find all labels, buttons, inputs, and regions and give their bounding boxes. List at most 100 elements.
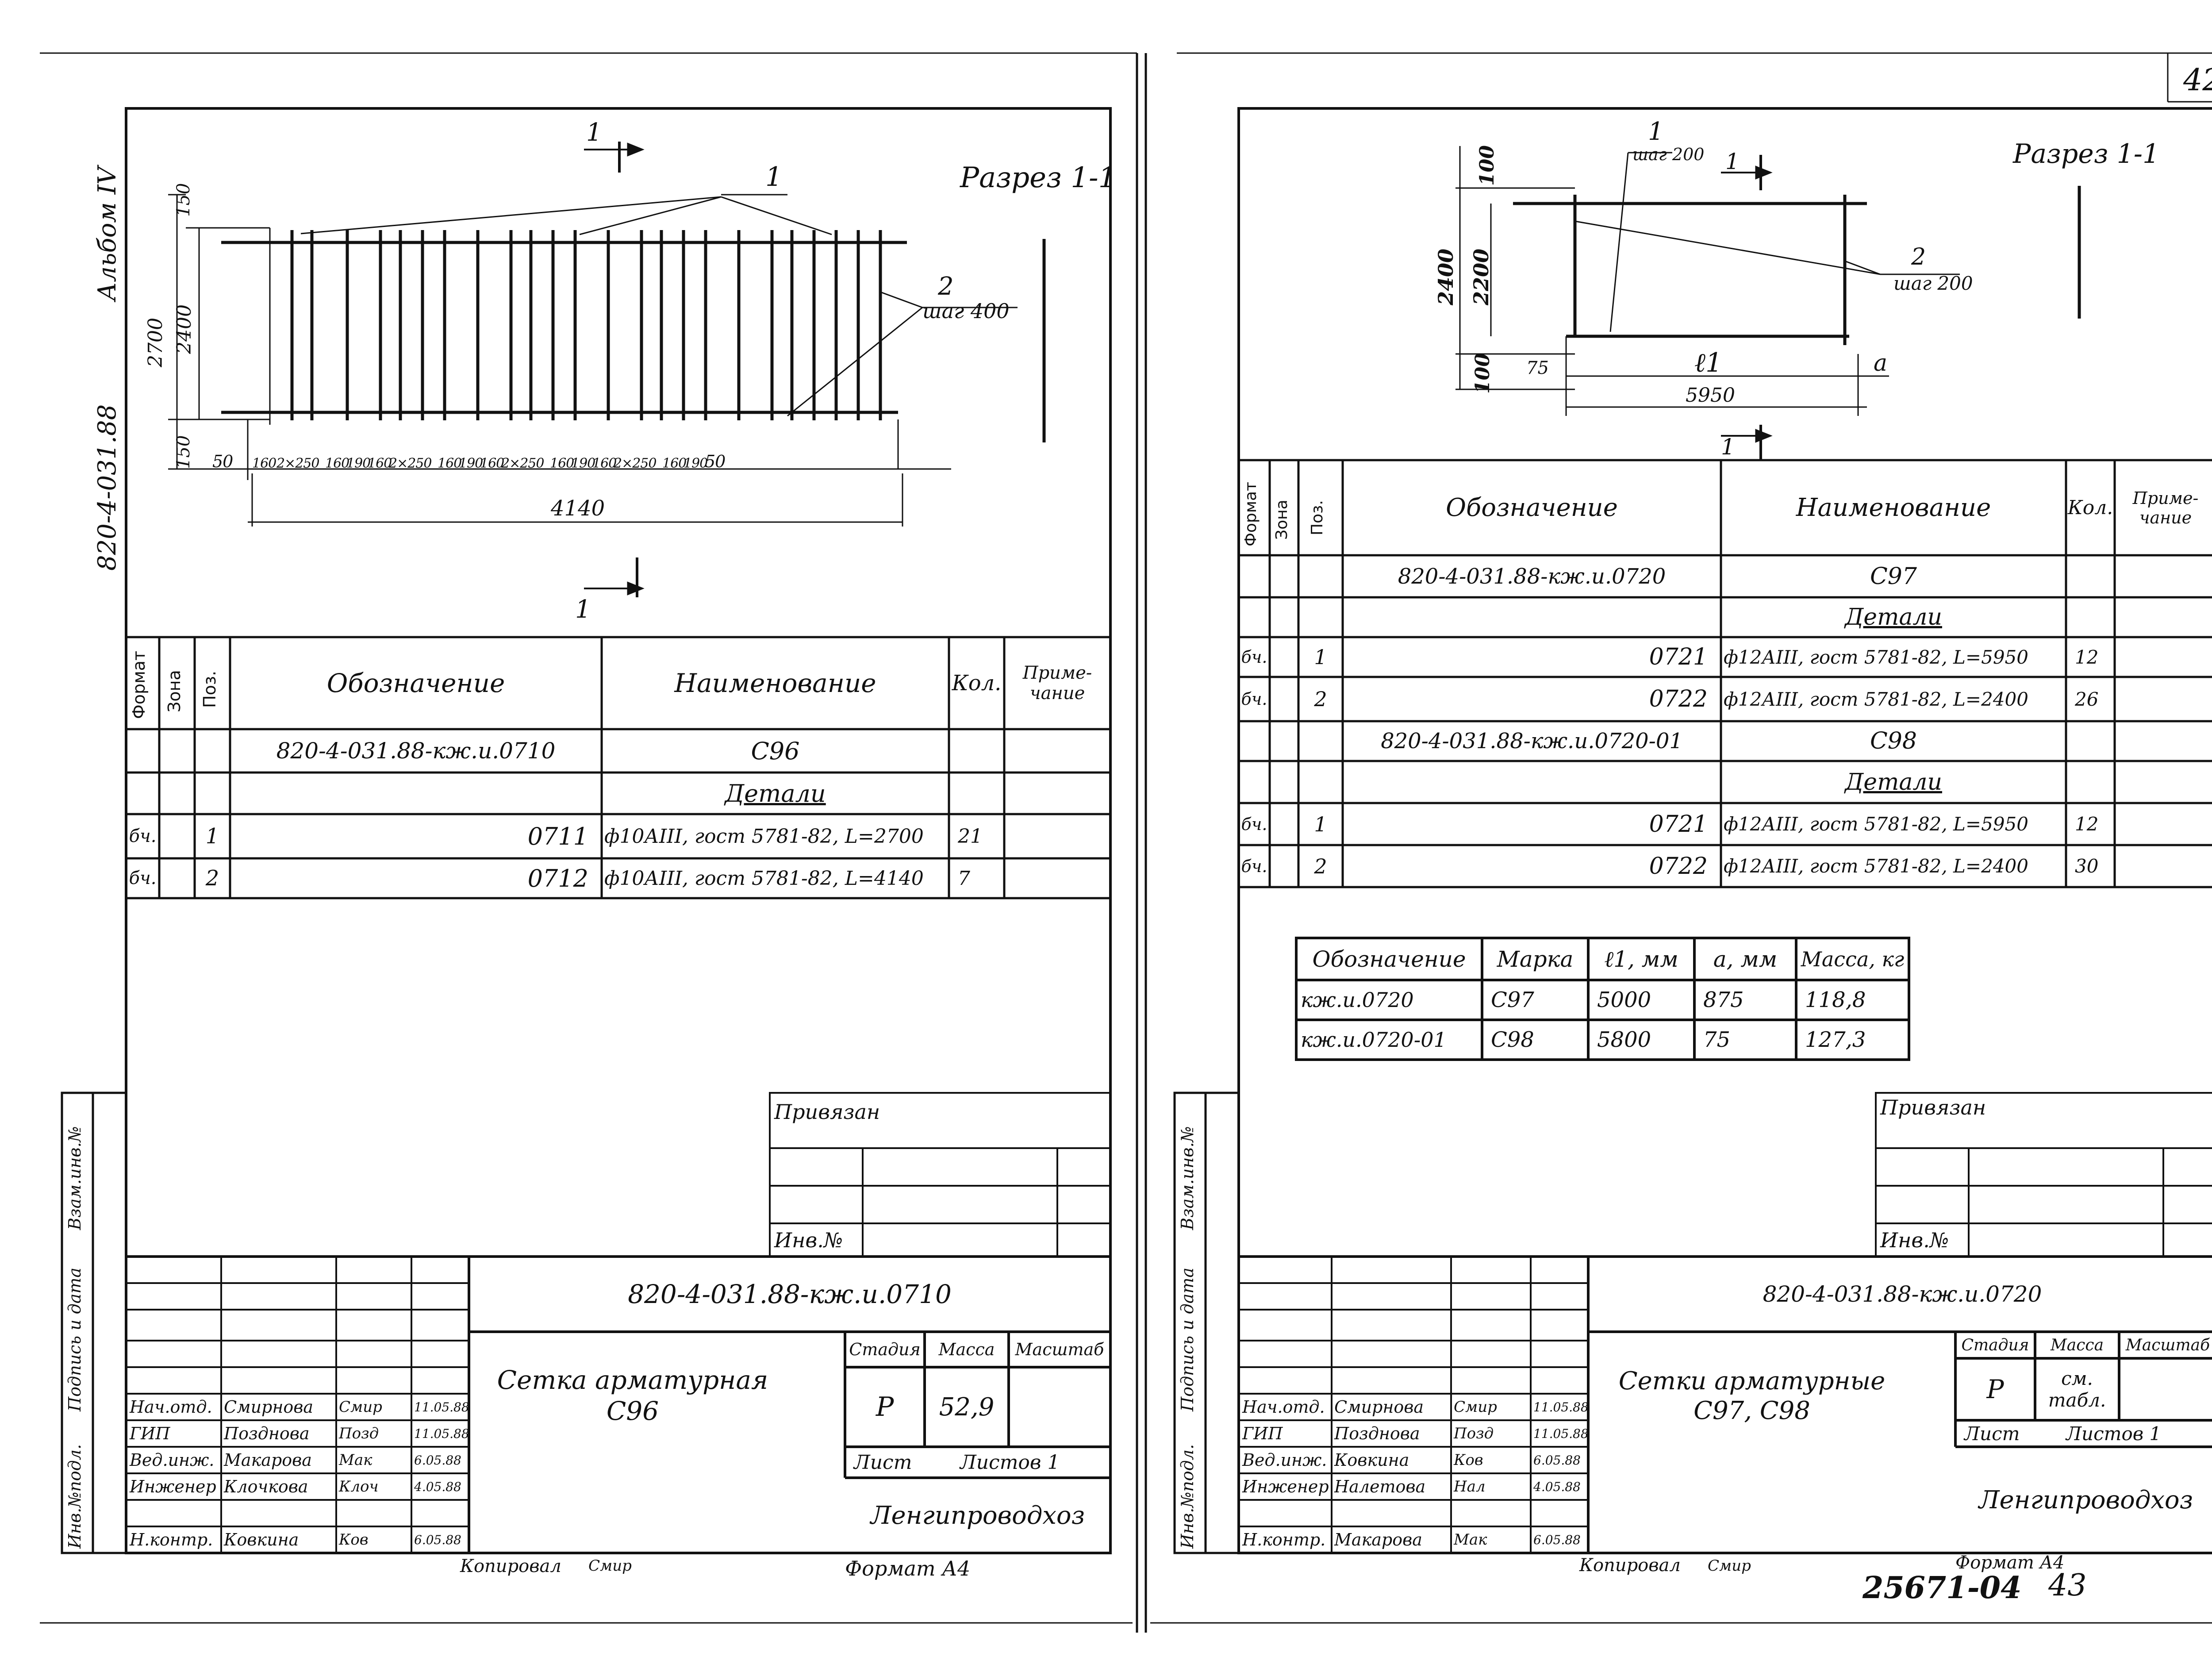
spec-row-8-format: бч. [1241, 856, 1267, 876]
staff-name: Позднова [224, 1424, 310, 1443]
spec-row-8-pos: 2 [1314, 854, 1327, 878]
dim-2400: 2400 [173, 304, 196, 354]
staff-signature: Смир [339, 1398, 382, 1416]
section-mark-top: 1 [1725, 149, 1740, 174]
staff-name: Налетова [1334, 1477, 1426, 1496]
spec-row-4-designation: 0722 [1649, 686, 1708, 712]
variant-cell: 875 [1703, 988, 1744, 1012]
dim-150-bottom: 150 [173, 435, 194, 469]
staff-role: ГИП [1242, 1424, 1283, 1443]
page-number-bottom: 43 [2048, 1568, 2087, 1603]
dim-spacing: 2×250 [389, 456, 432, 471]
drawing-title: Сетка арматурная С96 [497, 1365, 768, 1426]
dim-spacing: 160 [325, 456, 349, 471]
staff-date: 11.05.88 [414, 1426, 469, 1441]
variant-cell: 75 [1703, 1027, 1731, 1052]
staff-name: Смирнова [224, 1397, 314, 1417]
spec-row-4-name: ф12АIII, гост 5781-82, L=2400 [1724, 688, 2029, 710]
variant-cell: кж.и.0720-01 [1301, 1028, 1447, 1052]
scale-label: Масштаб [1015, 1340, 1104, 1359]
staff-role: Инженер [1242, 1477, 1329, 1496]
dim-spacing: 190 [346, 456, 371, 471]
spec-row-2-name: Детали [1845, 604, 1942, 630]
dim-spacing: 160 [480, 456, 504, 471]
callout-2-step: шаг 400 [922, 299, 1010, 323]
dim-spacing: 160 [662, 456, 687, 471]
staff-signature: Нал [1454, 1478, 1486, 1495]
spec-header-note: Приме-чание [2132, 488, 2199, 527]
spec-row-3-qty: 12 [2075, 646, 2099, 668]
spec-row-3-pos: 1 [1314, 645, 1327, 669]
spec-row-1-name: С97 [1870, 563, 1917, 590]
section-mark-bottom: 1 [575, 595, 591, 624]
dim-spacing: 50 [705, 452, 726, 471]
spec-row-7-pos: 1 [1314, 812, 1327, 836]
side-label-sign-date: Подпись и дата [1178, 1267, 1197, 1411]
dim-spacing: 160 [368, 456, 392, 471]
spec-row-3-pos: 1 [205, 824, 219, 849]
staff-name: Ковкина [224, 1530, 299, 1549]
spec-row-5-designation: 820-4-031.88-кж.и.0720-01 [1381, 729, 1683, 753]
mass-label: Масса [2050, 1336, 2104, 1354]
staff-signature: Мак [339, 1451, 373, 1469]
sheet-label: Лист [854, 1451, 912, 1474]
staff-date: 6.05.88 [1533, 1532, 1581, 1547]
stage-label: Стадия [1961, 1336, 2029, 1354]
staff-role: Инженер [130, 1477, 216, 1496]
spec-header-name: Наименование [1796, 493, 1991, 522]
dim-spacing: 50 [212, 452, 233, 471]
dim-l1: ℓ1 [1694, 347, 1723, 378]
variant-cell: С97 [1491, 988, 1534, 1012]
callout-1-step: шаг 200 [1632, 145, 1705, 164]
spec-row-8-qty: 30 [2075, 855, 2099, 877]
dim-spacing: 160 [252, 456, 276, 471]
spec-row-7-name: ф12АIII, гост 5781-82, L=5950 [1724, 813, 2029, 835]
dim-150-top: 150 [173, 183, 194, 217]
variant-header: Масса, кг [1801, 947, 1905, 971]
callout-2: 2 [938, 272, 954, 301]
privyazan-label: Привязан [774, 1100, 880, 1124]
staff-name: Ковкина [1334, 1450, 1409, 1470]
dim-a: а [1874, 350, 1888, 377]
spec-row-3-qty: 21 [958, 825, 983, 848]
dim-spacing: 190 [459, 456, 483, 471]
doc-code: 820-4-031.88-кж.и.0710 [628, 1279, 952, 1309]
format-label: Формат А4 [1955, 1553, 2065, 1573]
spec-row-4-name: ф10АIII, гост 5781-82, L=4140 [604, 867, 924, 890]
variant-header: ℓ1, мм [1604, 946, 1678, 972]
spec-row-3-designation: 0721 [1649, 644, 1708, 670]
spec-row-1-name: С96 [751, 737, 800, 765]
dimension-chain: 50 160 2×250 160 190 160 2×250 160 190 1… [212, 449, 956, 471]
staff-role: Н.контр. [130, 1530, 213, 1549]
spec-row-3-name: ф10АIII, гост 5781-82, L=2700 [604, 825, 924, 848]
spec-row-3-designation: 0711 [527, 822, 588, 850]
spec-header-qty: Кол. [952, 671, 1002, 696]
staff-date: 11.05.88 [414, 1399, 469, 1414]
doc-code: 820-4-031.88-кж.и.0720 [1763, 1281, 2042, 1307]
spec-header-zone: Зона [165, 670, 184, 712]
spec-row-6-name: Детали [1845, 769, 1942, 796]
staff-name: Смирнова [1334, 1397, 1424, 1417]
copied-signature: Смир [588, 1557, 632, 1575]
stage-label: Стадия [849, 1340, 921, 1359]
spec-row-3-format: бч. [129, 826, 157, 846]
copied-label: Копировал [460, 1556, 561, 1576]
side-label-vzam-inv: Взам.инв.№ [1178, 1126, 1197, 1230]
section-mark-top: 1 [586, 118, 602, 147]
spec-header-pos: Поз. [1308, 500, 1326, 535]
dim-2400: 2400 [1434, 248, 1458, 305]
spec-header-qty: Кол. [2067, 496, 2113, 519]
organization: Ленгипроводхоз [1978, 1485, 2193, 1514]
spec-row-8-name: ф12АIII, гост 5781-82, L=2400 [1724, 855, 2029, 877]
staff-name: Макарова [1334, 1530, 1422, 1549]
spec-row-1-designation: 820-4-031.88-кж.и.0720 [1398, 564, 1666, 589]
variant-header: а, мм [1713, 946, 1778, 972]
dim-100-top: 100 [1476, 145, 1498, 186]
staff-signature: Ков [339, 1531, 369, 1549]
side-label-inv-podl: Инв.№подл. [65, 1444, 84, 1549]
side-label-vzam-inv: Взам.инв.№ [65, 1126, 84, 1230]
staff-name: Макарова [224, 1450, 312, 1470]
dim-75: 75 [1526, 358, 1549, 378]
staff-date: 6.05.88 [1533, 1453, 1581, 1468]
